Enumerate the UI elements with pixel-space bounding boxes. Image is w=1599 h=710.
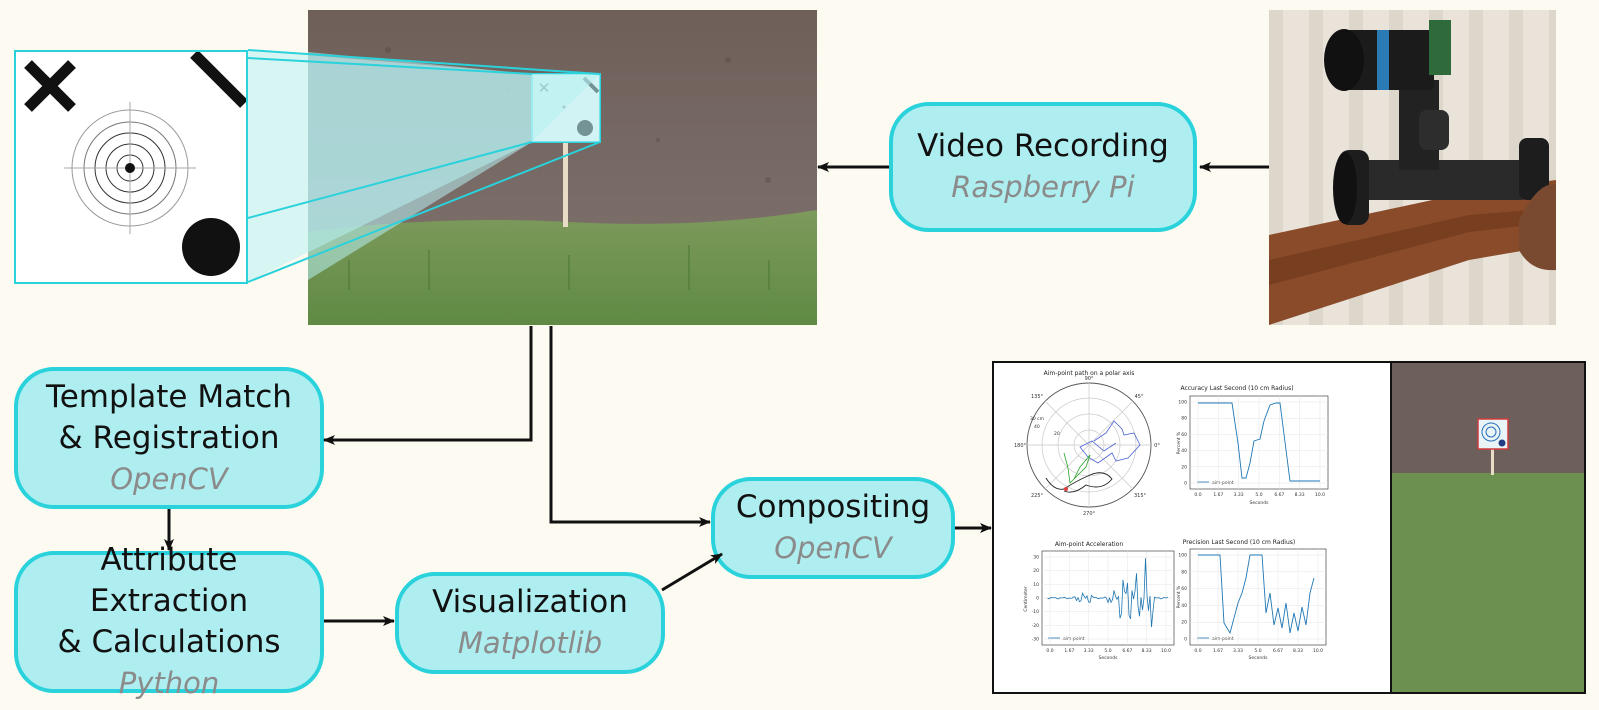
visualization-node: Visualization Matplotlib	[395, 572, 665, 674]
precision-ytick: 100	[1178, 553, 1187, 559]
acceleration-ytick: -30	[1032, 637, 1039, 643]
polar-angle-45: 45°	[1135, 394, 1144, 400]
precision-xtick: 3.33	[1233, 648, 1243, 654]
precision-xtick: 1.67	[1213, 648, 1223, 654]
compositing-title: Compositing	[735, 489, 931, 525]
video-recording-title: Video Recording	[917, 128, 1169, 164]
attribute-extraction-title-line1: Attribute Extraction	[89, 542, 249, 619]
visualization-tech: Matplotlib	[457, 626, 603, 660]
precision-xtick: 6.67	[1273, 648, 1283, 654]
polar-aim-path-green	[1063, 452, 1091, 484]
accuracy-xtick: 6.67	[1274, 492, 1284, 498]
video-recording-tech: Raspberry Pi	[951, 170, 1135, 204]
polar-angle-135: 135°	[1031, 394, 1044, 400]
accuracy-xtick: 5.0	[1255, 492, 1262, 498]
acceleration-plot: Aim-point Acceleration Centimeter Second…	[1023, 541, 1175, 661]
compositing-node: Compositing OpenCV	[711, 477, 955, 579]
accuracy-ytick: 80	[1181, 416, 1187, 422]
template-match-title-line2: & Registration	[58, 419, 280, 456]
composite-output-panel: Aim-point path on a polar axis 90° 45° 0…	[992, 361, 1586, 694]
accuracy-ytick: 60	[1181, 432, 1187, 438]
acceleration-ytick: 20	[1033, 568, 1039, 574]
precision-xtick: 8.33	[1293, 648, 1303, 654]
accuracy-curve	[1198, 402, 1320, 482]
polar-plot: Aim-point path on a polar axis 90° 45° 0…	[1014, 370, 1160, 517]
acceleration-curve	[1047, 558, 1169, 628]
accuracy-ytick: 20	[1181, 464, 1187, 470]
accuracy-xtick: 10.0	[1315, 492, 1325, 498]
accuracy-xtick: 1.67	[1213, 492, 1223, 498]
precision-ylabel: Percent %	[1176, 585, 1182, 608]
template-match-node: Template Match & Registration OpenCV	[14, 367, 324, 509]
precision-ytick: 0	[1184, 637, 1187, 643]
polar-angle-315: 315°	[1134, 493, 1147, 499]
acceleration-xtick: 6.67	[1122, 648, 1132, 654]
polar-angle-90: 90°	[1085, 376, 1094, 382]
polar-end-marker	[1064, 487, 1068, 491]
polar-angle-180: 180°	[1014, 443, 1027, 449]
accuracy-xlabel: Seconds	[1250, 500, 1270, 506]
polar-plot-title: Aim-point path on a polar axis	[1044, 370, 1135, 377]
attribute-extraction-tech: Python	[118, 666, 220, 700]
accuracy-ytick: 40	[1181, 448, 1187, 454]
acceleration-xtick: 5.0	[1104, 648, 1111, 654]
template-match-title-line1: Template Match	[46, 378, 292, 415]
polar-angle-0: 0°	[1154, 443, 1160, 449]
composite-video-strip	[1392, 363, 1584, 692]
acceleration-ytick: -20	[1032, 623, 1039, 629]
attribute-extraction-title-line2: & Calculations	[57, 624, 281, 660]
accuracy-ytick: 100	[1178, 400, 1187, 406]
compositing-tech: OpenCV	[774, 531, 892, 565]
polar-radius-20: 20	[1054, 431, 1060, 437]
acceleration-ylabel: Centimeter	[1023, 586, 1029, 611]
target-template-inset	[14, 50, 248, 284]
polar-radius-40: 40	[1034, 424, 1040, 430]
rifle-camera-photo	[1269, 10, 1556, 325]
polar-aim-path-blue	[1079, 420, 1141, 464]
precision-xtick: 10.0	[1313, 648, 1323, 654]
visualization-title: Visualization	[432, 584, 628, 620]
accuracy-ylabel: Percent %	[1176, 431, 1182, 454]
precision-plot: Precision Last Second (10 cm Radius) Per…	[1176, 539, 1327, 661]
accuracy-xtick: 3.33	[1234, 492, 1244, 498]
polar-radius-30: 30 cm	[1030, 416, 1044, 422]
acceleration-plot-title: Aim-point Acceleration	[1055, 541, 1123, 548]
precision-xtick: 5.0	[1254, 648, 1261, 654]
acceleration-xtick: 10.0	[1161, 648, 1171, 654]
acceleration-xlabel: Seconds	[1099, 655, 1119, 661]
polar-angle-270: 270°	[1083, 511, 1096, 517]
target-template-icon	[24, 52, 246, 276]
polar-aim-path-black	[1045, 472, 1113, 493]
acceleration-ytick: 30	[1033, 555, 1039, 561]
template-match-tech: OpenCV	[110, 461, 228, 496]
acceleration-ytick: -10	[1032, 609, 1039, 615]
precision-xtick: 0.0	[1194, 648, 1201, 654]
precision-curve	[1198, 554, 1315, 635]
acceleration-xtick: 1.67	[1064, 648, 1074, 654]
video-recording-node: Video Recording Raspberry Pi	[889, 102, 1197, 232]
attribute-extraction-node: Attribute Extraction & Calculations Pyth…	[14, 542, 324, 700]
rifle-mounted-camera-photo	[1269, 10, 1556, 325]
acceleration-xtick: 8.33	[1142, 648, 1152, 654]
acceleration-ytick: 10	[1033, 582, 1039, 588]
accuracy-xtick: 8.33	[1295, 492, 1305, 498]
accuracy-plot-title: Accuracy Last Second (10 cm Radius)	[1180, 385, 1293, 392]
acceleration-xtick: 0.0	[1046, 648, 1053, 654]
precision-ytick: 20	[1181, 620, 1187, 626]
precision-xlabel: Seconds	[1249, 655, 1269, 661]
acceleration-ytick: 0	[1036, 596, 1039, 602]
accuracy-ytick: 0	[1184, 481, 1187, 487]
polar-angle-225: 225°	[1031, 493, 1044, 499]
precision-ytick: 60	[1181, 586, 1187, 592]
precision-ytick: 80	[1181, 569, 1187, 575]
acceleration-xtick: 3.33	[1084, 648, 1094, 654]
accuracy-xtick: 0.0	[1194, 492, 1201, 498]
precision-ytick: 40	[1181, 603, 1187, 609]
plots-svg: Aim-point path on a polar axis 90° 45° 0…	[1014, 363, 1584, 692]
precision-plot-title: Precision Last Second (10 cm Radius)	[1183, 539, 1295, 546]
